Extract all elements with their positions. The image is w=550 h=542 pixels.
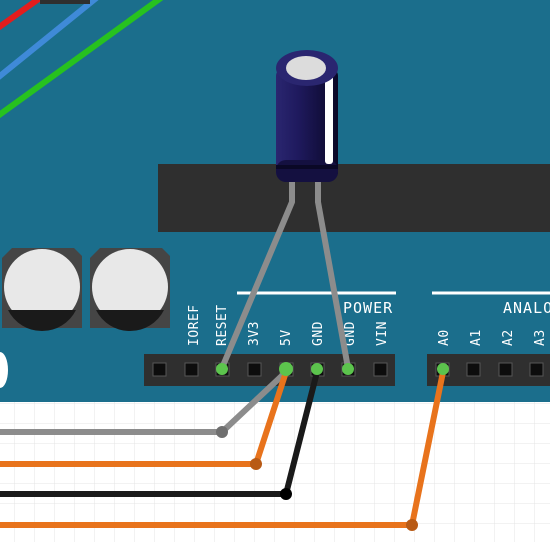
wire-end	[250, 458, 262, 470]
red-wire	[0, 0, 43, 31]
pin-label-gnd-1: GND	[311, 321, 326, 346]
green-wire	[0, 0, 164, 119]
pin-highlight	[311, 363, 323, 375]
pin-hole[interactable]	[498, 362, 513, 377]
pin-label-3v3: 3V3	[247, 321, 262, 346]
capacitor-leg-left	[219, 179, 295, 371]
wire-end	[280, 488, 292, 500]
pin-label-a0: A0	[437, 329, 452, 346]
blue-wire	[0, 0, 99, 80]
analog-header-label: ANALOG IN	[503, 299, 550, 317]
pin-hole[interactable]	[373, 362, 388, 377]
smd-capacitor-right	[90, 248, 170, 332]
pin-label-a2: A2	[501, 329, 516, 346]
board-edge-hole	[0, 352, 8, 388]
pin-label-reset: RESET	[215, 304, 230, 346]
electrolytic-capacitor[interactable]	[276, 50, 338, 182]
wire-end	[216, 426, 228, 438]
pin-label-gnd-2: GND	[343, 321, 358, 346]
pin-hole[interactable]	[152, 362, 167, 377]
pin-label-vin: VIN	[375, 321, 390, 346]
pin-highlight	[216, 363, 228, 375]
pin-hole[interactable]	[247, 362, 262, 377]
pin-label-5v: 5V	[279, 329, 294, 346]
pin-hole[interactable]	[529, 362, 544, 377]
pin-hole[interactable]	[184, 362, 199, 377]
power-pin-header	[144, 354, 395, 386]
dark-strip-top	[40, 0, 90, 4]
smd-capacitor-left	[2, 248, 82, 332]
capacitor-leg-right	[315, 179, 351, 371]
pin-label-ioref: IOREF	[187, 304, 202, 346]
pin-hole[interactable]	[466, 362, 481, 377]
header-block	[158, 164, 550, 232]
pin-highlight	[279, 362, 293, 376]
pin-highlight	[437, 363, 449, 375]
pin-highlight	[342, 363, 354, 375]
power-header-label: POWER	[343, 299, 393, 317]
wire-end	[406, 519, 418, 531]
pin-label-a3: A3	[533, 329, 548, 346]
pin-label-a1: A1	[469, 329, 484, 346]
